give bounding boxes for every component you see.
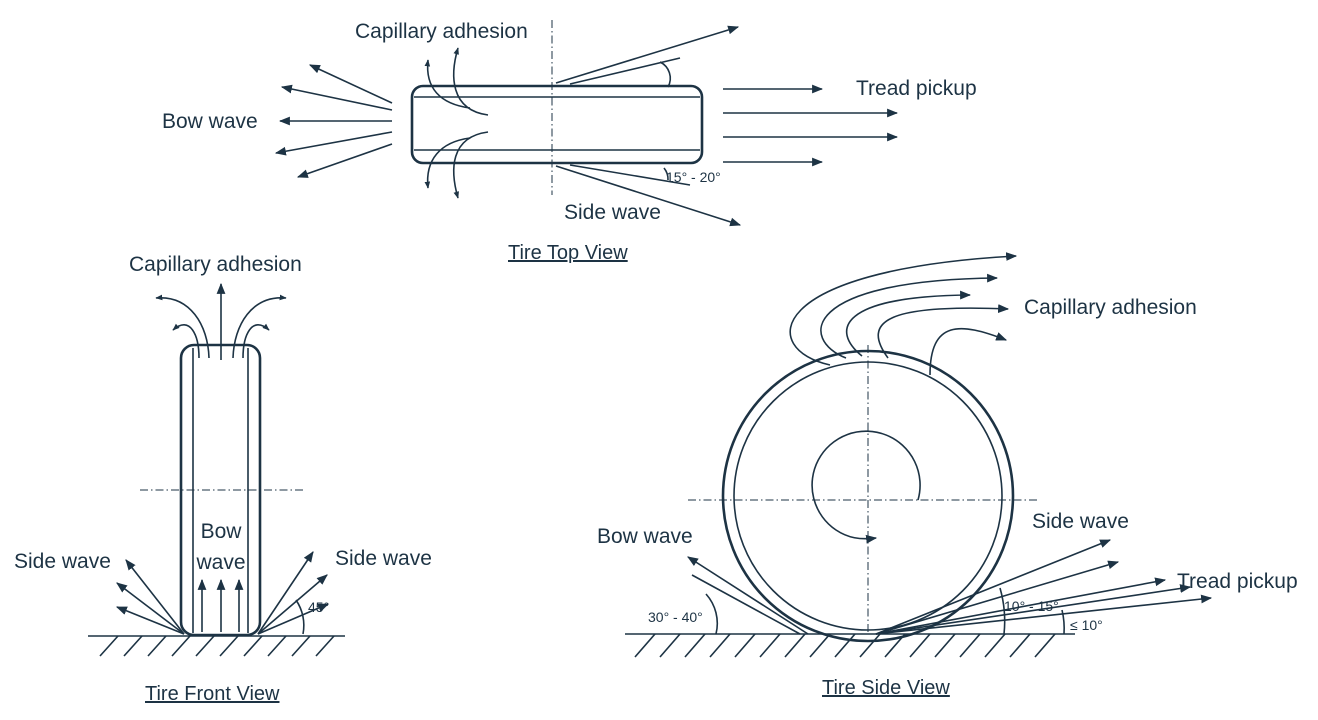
- front-view-capillary-label: Capillary adhesion: [129, 253, 302, 276]
- side-view-rotation-arrow: [811, 430, 921, 544]
- side-view-angle-tread-label: ≤ 10°: [1070, 617, 1103, 633]
- front-view-capillary-arrows: [155, 282, 287, 360]
- front-view-angle-label: 45°: [308, 599, 329, 615]
- side-view-side-wave-label: Side wave: [1032, 510, 1129, 533]
- side-view-bow-wave-label: Bow wave: [597, 525, 693, 548]
- top-view-bow-wave-label: Bow wave: [162, 110, 258, 133]
- front-view-side-wave-right-label: Side wave: [335, 547, 432, 570]
- side-view-capillary-arrows: [789, 252, 1018, 376]
- top-view-capillary-label: Capillary adhesion: [355, 20, 528, 43]
- side-view: Capillary adhesion Bow wave Side wave Tr…: [597, 252, 1298, 699]
- front-view-bow-label-line2: wave: [195, 551, 245, 574]
- front-view-bow-wave-arrows: [197, 578, 244, 632]
- side-view-angle-bow-label: 30° - 40°: [648, 609, 703, 625]
- top-view: Capillary adhesion Bow wave Tread pickup…: [162, 20, 977, 264]
- top-view-tread-pickup-label: Tread pickup: [856, 77, 977, 100]
- side-view-bow-wave-arrows: [687, 556, 809, 635]
- front-view-ground-hatching: [99, 635, 335, 657]
- front-view-title: Tire Front View: [145, 683, 280, 705]
- front-view-side-wave-right-arrows: [257, 551, 330, 635]
- top-view-capillary-curls: [424, 47, 489, 199]
- top-view-side-wave-label: Side wave: [564, 201, 661, 224]
- top-view-title: Tire Top View: [508, 242, 628, 264]
- front-view-side-wave-left-label: Side wave: [14, 550, 111, 573]
- side-view-angle-side-label: 10° - 15°: [1004, 598, 1059, 614]
- top-view-bow-wave-arrows: [274, 64, 393, 178]
- top-view-tread-pickup-arrows: [723, 84, 899, 167]
- side-view-title: Tire Side View: [822, 677, 950, 699]
- side-view-tread-pickup-label: Tread pickup: [1177, 570, 1298, 593]
- side-view-side-wave-arrows: [875, 539, 1167, 635]
- front-view-side-wave-left-arrows: [115, 559, 185, 635]
- top-view-angle-label: 15° - 20°: [666, 169, 721, 185]
- top-view-side-wave-arrows: [555, 25, 742, 227]
- side-view-tread-pickup-arrows: [875, 584, 1213, 635]
- front-view: Capillary adhesion Side wave Side wave B…: [14, 253, 432, 705]
- side-view-ground-hatching: [634, 633, 1056, 658]
- front-view-bow-label-line1: Bow: [201, 520, 243, 543]
- side-view-capillary-label: Capillary adhesion: [1024, 296, 1197, 319]
- top-view-tire-outline: [410, 84, 704, 165]
